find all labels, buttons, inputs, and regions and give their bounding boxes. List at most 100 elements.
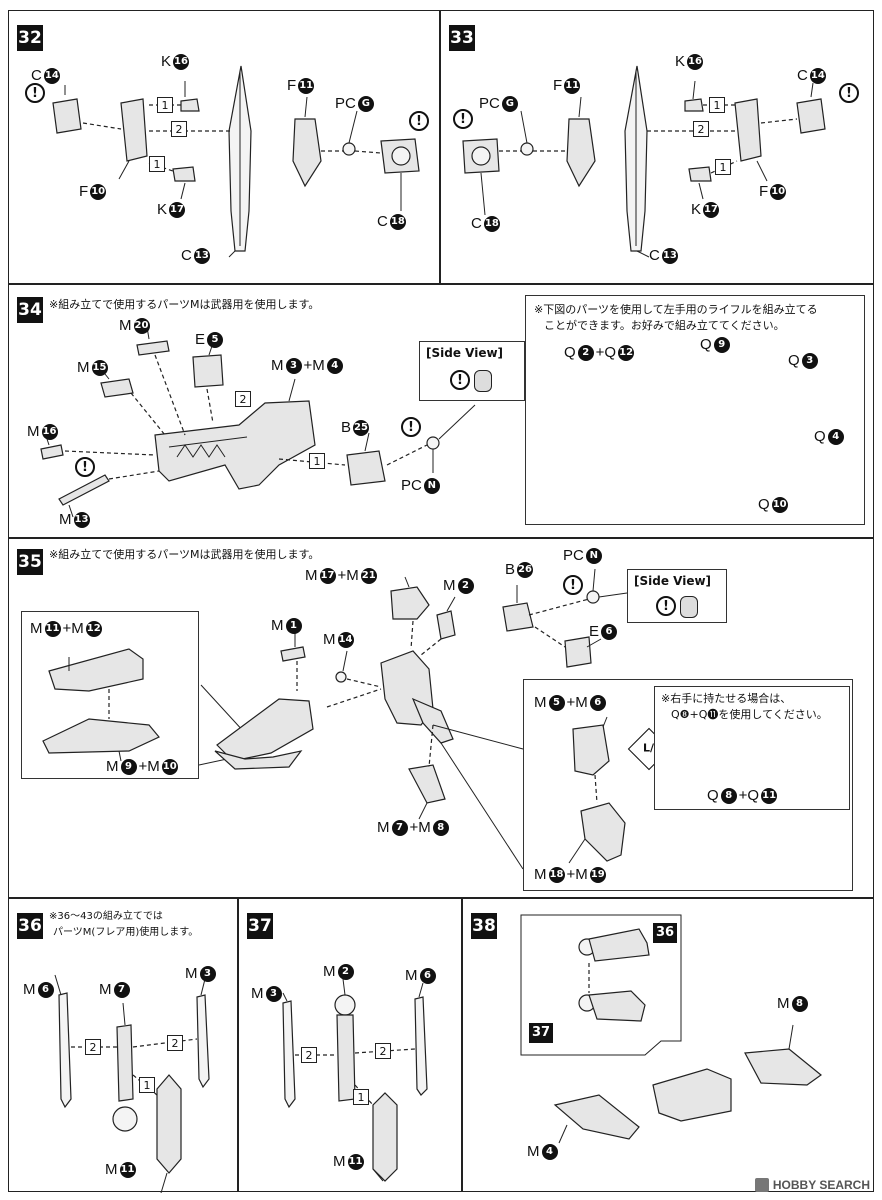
alt-rifle-note-line2: ことができます。お好みで組み立ててください。 <box>544 319 785 332</box>
substep-label: 2 <box>167 1035 183 1051</box>
warning-icon: ! <box>563 575 583 595</box>
side-view-title: [Side View] <box>634 574 712 588</box>
substep-label: 1 <box>715 159 731 175</box>
substep-label: 2 <box>235 391 251 407</box>
substep-label: 2 <box>375 1043 391 1059</box>
warning-icon: ! <box>409 111 429 131</box>
step-35-panel: 35 ※組み立てで使用するパーツMは武器用を使用します。 <box>8 538 874 898</box>
substep-label: 2 <box>301 1047 317 1063</box>
step-32-panel: 32 <box>8 10 440 284</box>
step-36-note-line1: ※36〜43の組み立てでは <box>49 911 163 922</box>
step-34-panel: 34 ※組み立てで使用するパーツMは武器用を使用します。 <box>8 284 874 538</box>
watermark-text: HOBBY SEARCH <box>772 1178 870 1192</box>
warning-icon: ! <box>75 457 95 477</box>
step-35-note: ※組み立てで使用するパーツMは武器用を使用します。 <box>49 548 320 561</box>
warning-icon: ! <box>401 417 421 437</box>
warning-icon: ! <box>656 596 676 616</box>
warning-icon: ! <box>25 83 45 103</box>
substep-label: 1 <box>149 156 165 172</box>
substep-label: 1 <box>139 1077 155 1093</box>
right-hand-note-line2: Q❽+Q⓫を使用してください。 <box>671 708 828 721</box>
warning-icon: ! <box>450 370 470 390</box>
substep-label: 2 <box>85 1039 101 1055</box>
step-33-drawing <box>462 65 826 258</box>
step-37-number: 37 <box>247 913 273 939</box>
right-hand-note-line1: ※右手に持たせる場合は、 <box>661 692 792 705</box>
step-37-reference-tag: 37 <box>529 1023 553 1043</box>
step-34-number: 34 <box>17 297 43 323</box>
substep-label: 1 <box>309 453 325 469</box>
warning-icon: ! <box>453 109 473 129</box>
side-view-box: [Side View] ! <box>419 341 525 401</box>
step-37-drawing <box>282 978 428 1182</box>
side-view-title: [Side View] <box>426 346 504 360</box>
substep-label: 1 <box>157 97 173 113</box>
step-35-number: 35 <box>17 549 43 575</box>
step-32-number: 32 <box>17 25 43 51</box>
step-32-drawing <box>52 65 420 258</box>
substep-label: 2 <box>693 121 709 137</box>
step-33-number: 33 <box>449 25 475 51</box>
step-33-panel: 33 <box>440 10 874 284</box>
side-view-part <box>680 596 698 618</box>
step-36-reference-tag: 36 <box>653 923 677 943</box>
step-38-number: 38 <box>471 913 497 939</box>
step-38-drawing <box>520 914 822 1144</box>
substep-label: 2 <box>171 121 187 137</box>
step-36-note-line2: パーツM(フレア用)使用します。 <box>53 927 199 938</box>
watermark: HOBBY SEARCH <box>754 1178 870 1192</box>
alt-rifle-note-line1: ※下図のパーツを使用して左手用のライフルを組み立てる <box>534 303 818 316</box>
substep-label: 1 <box>353 1089 369 1105</box>
side-view-part <box>474 370 492 392</box>
step-36-number: 36 <box>17 913 43 939</box>
alt-rifle-box: ※下図のパーツを使用して左手用のライフルを組み立てる ことができます。お好みで組… <box>525 295 865 525</box>
substep-label: 1 <box>709 97 725 113</box>
